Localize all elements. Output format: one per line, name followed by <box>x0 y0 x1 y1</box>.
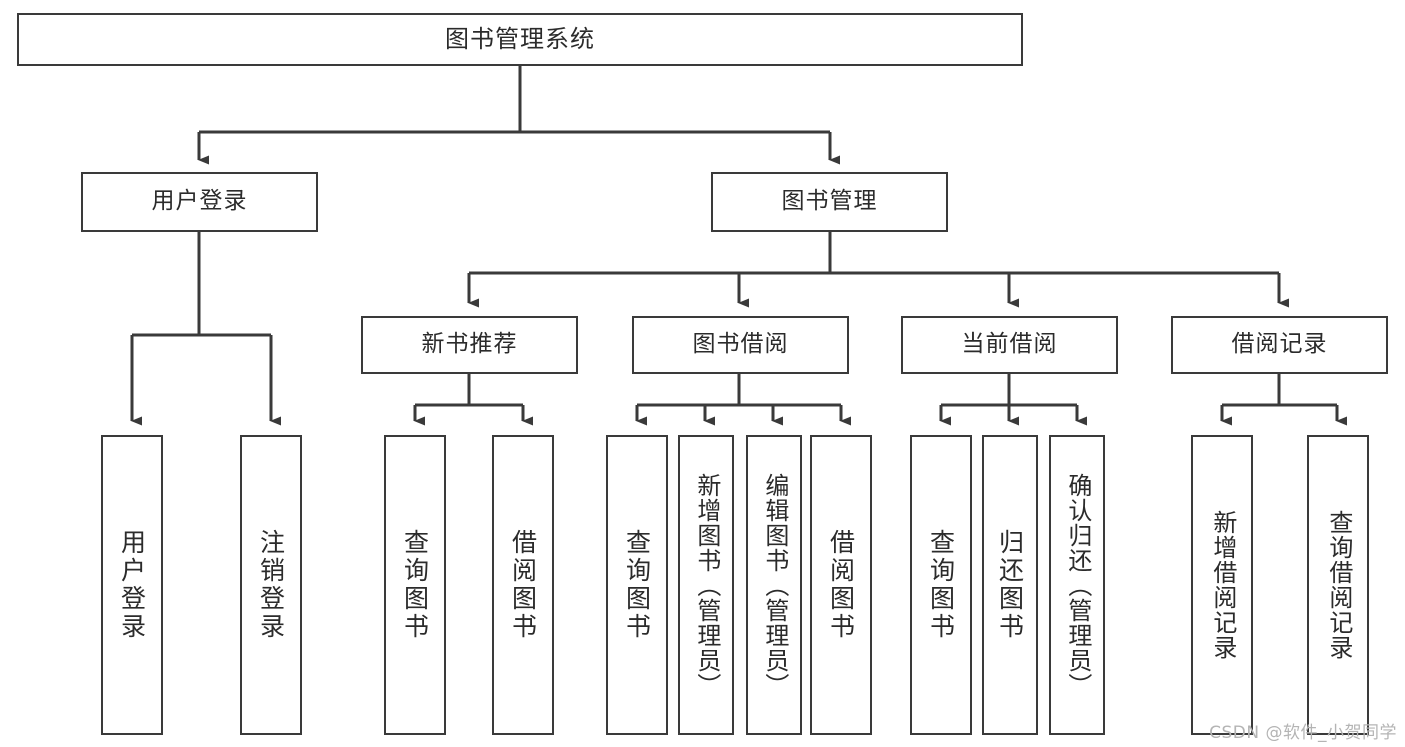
watermark-text: CSDN @软件_小贺同学 <box>1209 723 1397 743</box>
node-borrow-record[interactable]: 借阅记录 <box>1171 316 1388 374</box>
leaf-add-borrow-record[interactable]: 新增借阅记录 <box>1191 435 1253 735</box>
node-book-management[interactable]: 图书管理 <box>711 172 948 232</box>
leaf-user-login[interactable]: 用户登录 <box>101 435 163 735</box>
node-root-system[interactable]: 图书管理系统 <box>17 13 1023 66</box>
leaf-confirm-return-admin[interactable]: 确认归还（管理员） <box>1049 435 1105 735</box>
leaf-query-book-recommend[interactable]: 查询图书 <box>384 435 446 735</box>
leaf-query-borrow-record[interactable]: 查询借阅记录 <box>1307 435 1369 735</box>
leaf-query-book-current[interactable]: 查询图书 <box>910 435 972 735</box>
leaf-query-book-borrow[interactable]: 查询图书 <box>606 435 668 735</box>
leaf-borrow-book[interactable]: 借阅图书 <box>810 435 872 735</box>
node-new-book-recommend[interactable]: 新书推荐 <box>361 316 578 374</box>
leaf-logout[interactable]: 注销登录 <box>240 435 302 735</box>
leaf-return-book[interactable]: 归还图书 <box>982 435 1038 735</box>
leaf-borrow-book-recommend[interactable]: 借阅图书 <box>492 435 554 735</box>
leaf-add-book-admin[interactable]: 新增图书（管理员） <box>678 435 734 735</box>
node-user-login[interactable]: 用户登录 <box>81 172 318 232</box>
node-current-borrow[interactable]: 当前借阅 <box>901 316 1118 374</box>
node-book-borrow[interactable]: 图书借阅 <box>632 316 849 374</box>
leaf-edit-book-admin[interactable]: 编辑图书（管理员） <box>746 435 802 735</box>
